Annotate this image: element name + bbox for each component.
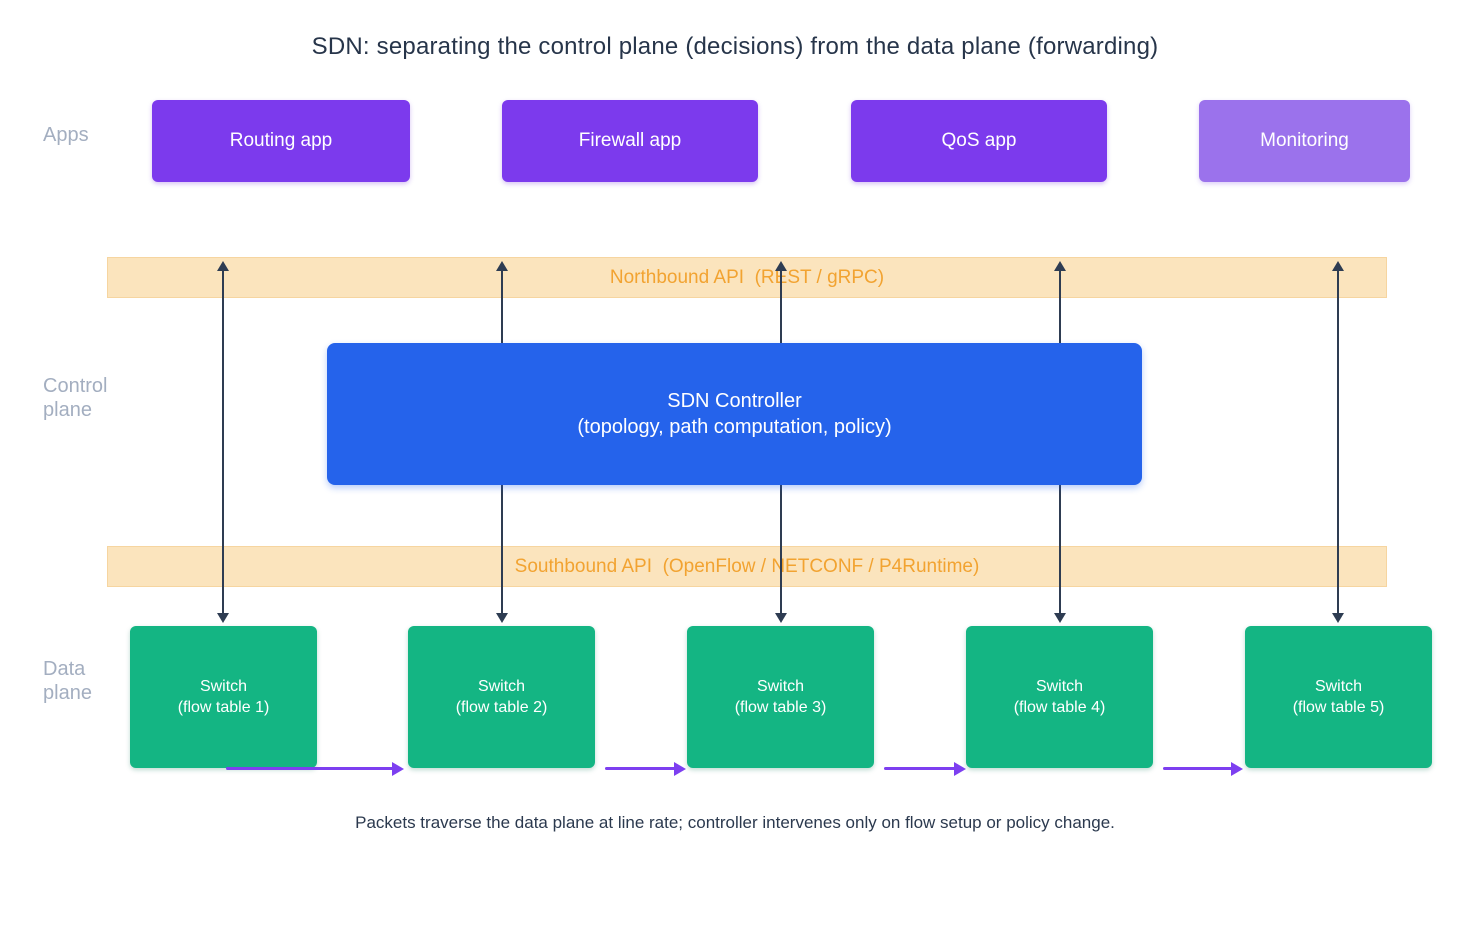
switch-node-2-label: Switch (477, 678, 526, 695)
southbound-api-label: Southbound API (OpenFlow / NETCONF / P4R… (514, 555, 980, 577)
arrow-down-icon (1054, 613, 1066, 623)
southbound-api-band: Southbound API (OpenFlow / NETCONF / P4R… (107, 546, 1387, 587)
switch-node-5-label: Switch (1314, 678, 1363, 695)
switch-node-4-label: Switch (1035, 678, 1084, 695)
control-channel-arrow-1 (216, 261, 230, 623)
arrow-right-icon (392, 762, 404, 776)
switch-node-2: Switch (flow table 2) (408, 626, 595, 768)
control-plane-label: Control plane (43, 374, 107, 422)
northbound-api-band: Northbound API (REST / gRPC) (107, 257, 1387, 298)
switch-node-5: Switch (flow table 5) (1245, 626, 1432, 768)
switch-node-1: Switch (flow table 1) (130, 626, 317, 768)
switch-node-4: Switch (flow table 4) (966, 626, 1153, 768)
arrow-right-icon (674, 762, 686, 776)
arrow-down-icon (496, 613, 508, 623)
app-node-qos-label: QoS app (941, 130, 1017, 151)
app-node-routing: Routing app (152, 100, 410, 182)
data-plane-label-line1: Data (43, 658, 86, 680)
switch-node-2-sublabel: (flow table 2) (455, 699, 548, 716)
switch-node-4-sublabel: (flow table 4) (1013, 699, 1106, 716)
control-plane-label-line1: Control (43, 375, 108, 397)
apps-row-label: Apps (43, 124, 89, 146)
sdn-controller-subtitle: (topology, path computation, policy) (577, 416, 892, 438)
packet-flow-arrow-3 (884, 762, 966, 776)
app-node-firewall: Firewall app (502, 100, 758, 182)
arrow-up-icon (496, 261, 508, 271)
switch-node-3-sublabel: (flow table 3) (734, 699, 827, 716)
arrow-down-icon (1332, 613, 1344, 623)
sdn-controller-node: SDN Controller (topology, path computati… (327, 343, 1142, 485)
northbound-api-label: Northbound API (REST / gRPC) (609, 266, 885, 288)
arrow-down-icon (775, 613, 787, 623)
switch-node-5-sublabel: (flow table 5) (1292, 699, 1385, 716)
arrow-down-icon (217, 613, 229, 623)
arrow-right-icon (954, 762, 966, 776)
diagram-title: SDN: separating the control plane (decis… (311, 33, 1159, 60)
packet-flow-arrow-1 (226, 762, 404, 776)
data-plane-label-line2: plane (43, 682, 92, 704)
switch-node-1-label: Switch (199, 678, 248, 695)
arrow-up-icon (1332, 261, 1344, 271)
control-plane-label-line2: plane (43, 399, 92, 421)
sdn-controller-title: SDN Controller (667, 390, 802, 412)
packet-flow-arrow-2 (605, 762, 686, 776)
data-plane-label: Data plane (43, 657, 92, 705)
arrow-up-icon (217, 261, 229, 271)
control-channel-arrow-5 (1331, 261, 1345, 623)
app-node-monitoring-label: Monitoring (1260, 130, 1349, 151)
app-node-firewall-label: Firewall app (578, 130, 682, 151)
switch-node-3-label: Switch (756, 678, 805, 695)
app-node-monitoring: Monitoring (1199, 100, 1410, 182)
arrow-up-icon (1054, 261, 1066, 271)
diagram-caption: Packets traverse the data plane at line … (355, 813, 1115, 832)
arrow-right-icon (1231, 762, 1243, 776)
app-node-routing-label: Routing app (229, 130, 333, 151)
app-node-qos: QoS app (851, 100, 1107, 182)
switch-node-1-sublabel: (flow table 1) (177, 699, 270, 716)
switch-node-3: Switch (flow table 3) (687, 626, 874, 768)
arrow-up-icon (775, 261, 787, 271)
packet-flow-arrow-4 (1163, 762, 1243, 776)
